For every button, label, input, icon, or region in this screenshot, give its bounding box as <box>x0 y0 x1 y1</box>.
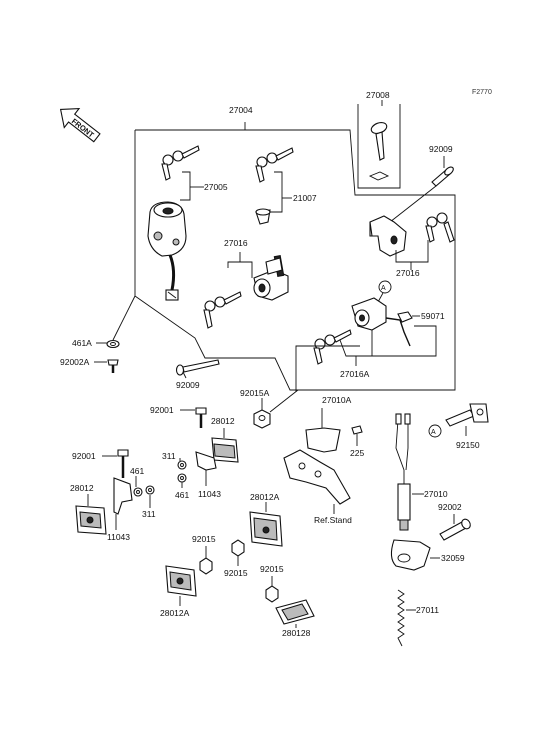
screw-92002A <box>94 359 119 373</box>
label-27016A: 27016A <box>340 369 370 379</box>
label-225: 225 <box>350 448 364 458</box>
leader-92009-upper <box>389 185 437 223</box>
nut-92015-3 <box>265 576 279 603</box>
callout-a-bottom: A <box>431 429 436 436</box>
label-32059: 32059 <box>441 553 465 563</box>
leader-27005 <box>180 171 204 201</box>
label-92015-1: 92015 <box>192 534 216 544</box>
label-27010A: 27010A <box>322 395 352 405</box>
outline-27004 <box>134 122 456 391</box>
nut-92015-2 <box>231 539 245 566</box>
label-27011: 27011 <box>416 605 439 615</box>
bracket-32059 <box>390 539 440 571</box>
switch-28012A-bottom <box>165 565 197 606</box>
label-92015-3: 92015 <box>260 564 284 574</box>
label-28012A-bottom: 28012A <box>160 608 190 618</box>
label-92002: 92002 <box>438 502 462 512</box>
label-92150: 92150 <box>456 440 480 450</box>
figure-ref: F2770 <box>472 89 492 96</box>
label-461A: 461A <box>72 338 92 348</box>
sidestand-switch-27010 <box>395 413 424 531</box>
leader-27016A-bracket <box>295 345 360 392</box>
bolt-92150: A <box>428 403 489 438</box>
washer-461-left <box>133 476 143 497</box>
label-92009-lower: 92009 <box>176 380 200 390</box>
bolt-92009-lower <box>175 359 220 379</box>
label-28012A-center: 28012A <box>250 492 280 502</box>
screw-92002 <box>439 514 471 541</box>
bolt-92001-left <box>102 449 129 478</box>
callout-a-top: A <box>381 285 386 292</box>
bracket-27010A <box>305 408 341 453</box>
label-280128: 280128 <box>282 628 311 638</box>
washer-311-top <box>177 458 187 470</box>
label-92009-upper: 92009 <box>429 144 453 154</box>
key-27008 <box>357 100 401 189</box>
label-27004: 27004 <box>229 105 253 115</box>
washer-461A <box>96 295 136 349</box>
helmet-lock-27016 <box>369 212 455 270</box>
clip-59071 <box>397 311 420 323</box>
nut-92015A <box>253 389 299 429</box>
label-311-top: 311 <box>162 451 176 461</box>
label-27016-middle: 27016 <box>224 238 248 248</box>
switch-28012-left <box>75 494 107 535</box>
seat-lock-27016 <box>203 252 289 329</box>
switch-280128 <box>275 599 315 628</box>
label-92001-left: 92001 <box>72 451 96 461</box>
switch-28012-top <box>211 428 239 463</box>
key-set-21007 <box>255 147 294 225</box>
ref-stand-label: Ref.Stand <box>314 515 352 525</box>
ignition-switch-27005 <box>147 145 200 301</box>
bolt-92001-top <box>180 407 207 428</box>
label-59071: 59071 <box>421 311 445 321</box>
bolt-92009-upper <box>431 156 454 187</box>
stand-bracket <box>283 449 351 514</box>
label-461-mid: 461 <box>175 490 189 500</box>
seat-lock-27016A: A <box>313 280 437 366</box>
bracket-11043-left <box>113 477 133 530</box>
switch-28012A-center <box>249 502 283 547</box>
label-311-left: 311 <box>142 509 156 519</box>
label-21007: 21007 <box>293 193 317 203</box>
label-92015-2: 92015 <box>224 568 248 578</box>
label-27016-right: 27016 <box>396 268 420 278</box>
label-92015A: 92015A <box>240 388 270 398</box>
label-27005: 27005 <box>204 182 228 192</box>
label-92001-top: 92001 <box>150 405 174 415</box>
screw-225 <box>351 425 363 446</box>
label-461-left: 461 <box>130 466 144 476</box>
label-28012-top: 28012 <box>211 416 235 426</box>
spring-27011 <box>397 589 416 647</box>
bracket-11043-top <box>195 451 217 486</box>
label-92002A: 92002A <box>60 357 90 367</box>
washer-461-mid <box>177 473 187 488</box>
nut-92015-1 <box>199 546 213 575</box>
leader-21007 <box>270 171 292 213</box>
washer-311-left <box>145 485 155 508</box>
label-27010: 27010 <box>424 489 448 499</box>
front-arrow-icon: FRONT <box>59 108 101 143</box>
label-28012-left: 28012 <box>70 483 94 493</box>
label-11043-left: 11043 <box>107 532 130 542</box>
label-27008: 27008 <box>366 90 390 100</box>
label-11043-top: 11043 <box>198 489 221 499</box>
